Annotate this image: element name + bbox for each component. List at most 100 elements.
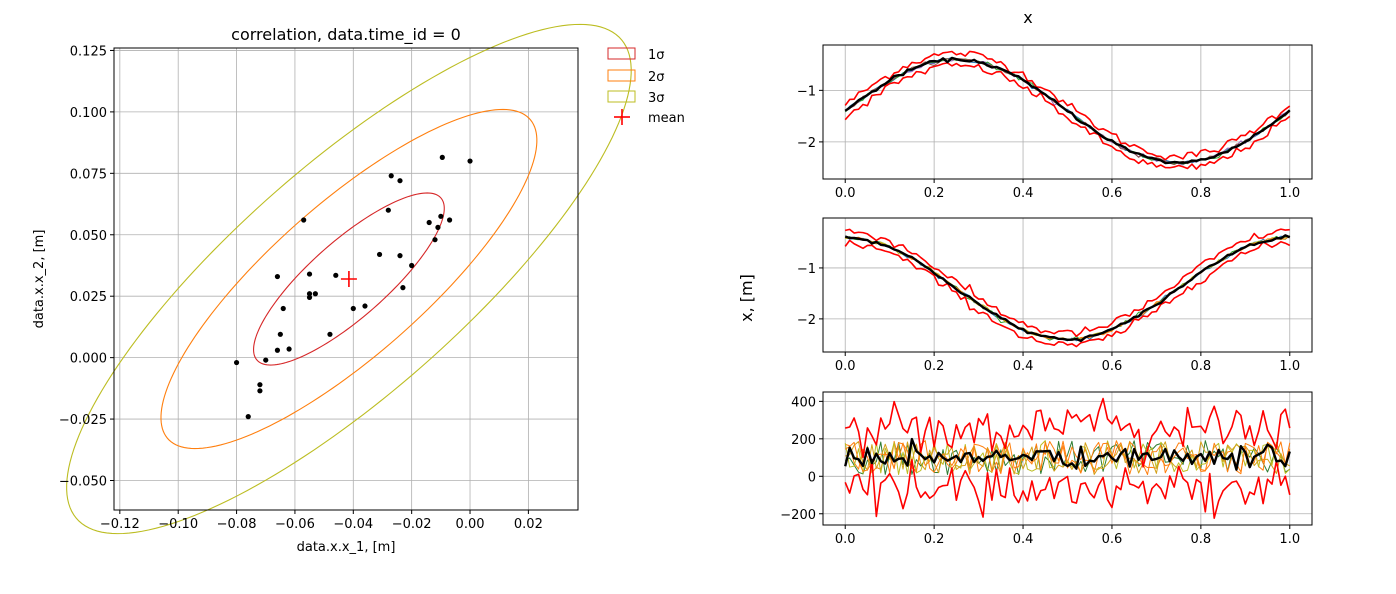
y-tick-label: −0.050 — [59, 475, 107, 490]
sigma-ellipses — [66, 23, 632, 535]
sample-point — [245, 414, 251, 420]
y-tick-label: 0 — [808, 470, 816, 485]
x-tick-label: 0.2 — [924, 532, 945, 547]
sample-point — [286, 346, 292, 352]
x-tick-label: 0.8 — [1191, 359, 1212, 374]
x-tick-label: −0.06 — [275, 517, 315, 532]
x-tick-label: 0.6 — [1102, 532, 1123, 547]
sample-point — [327, 331, 333, 337]
x-tick-label: 0.4 — [1013, 359, 1034, 374]
x-tick-label: 0.6 — [1102, 186, 1123, 201]
legend-label-mean: mean — [648, 111, 685, 126]
sample-point — [388, 173, 394, 179]
sample-point — [397, 178, 403, 184]
sample-point — [397, 253, 403, 259]
x-tick-label: 0.2 — [924, 359, 945, 374]
y-tick-label: 0.050 — [70, 229, 107, 244]
mean-line — [844, 234, 1291, 343]
y-tick-label: −200 — [780, 508, 816, 523]
x-tick-label: 0.0 — [835, 186, 856, 201]
sample-point — [385, 207, 391, 213]
sample-point — [257, 382, 263, 388]
x-tick-label: 0.0 — [835, 532, 856, 547]
subplot-frame — [822, 391, 1313, 526]
y-tick-label: 0.100 — [70, 106, 107, 121]
correlation-plot-xlabel: data.x.x_1, [m] — [297, 540, 396, 555]
sample-point — [277, 331, 283, 337]
legend-swatch-3sigma — [607, 90, 636, 103]
sample-point — [362, 303, 368, 309]
legend-label-3sigma: 3σ — [648, 91, 665, 106]
legend-label-1sigma: 1σ — [648, 48, 665, 63]
legend-label-2sigma: 2σ — [648, 70, 665, 85]
upper-bound-line — [844, 50, 1291, 161]
sample-point — [306, 271, 313, 277]
sample-point — [274, 347, 281, 353]
x-tick-label: 0.8 — [1191, 186, 1212, 201]
y-tick-label: −1 — [797, 84, 816, 99]
x-component-1-plot: 0.0 0.2 0.4 0.6 0.8 1.0 −2 −1 — [797, 44, 1313, 201]
y-tick-label: 200 — [791, 433, 816, 448]
sample-point — [233, 359, 240, 366]
sample-point — [400, 285, 406, 291]
x-subplots-ylabel: x, [m] — [737, 274, 756, 322]
y-tick-label: −1 — [797, 262, 816, 277]
mean-marker — [340, 271, 357, 287]
legend-swatch-2sigma — [607, 69, 636, 82]
y-tick-label: 400 — [791, 395, 816, 410]
y-tick-label: −2 — [797, 313, 816, 328]
x-tick-label: −0.02 — [392, 517, 432, 532]
x-tick-label: 1.0 — [1279, 359, 1300, 374]
upper-bound-line — [845, 228, 1290, 338]
x-tick-label: 1.0 — [1279, 532, 1300, 547]
sample-line — [844, 235, 1290, 342]
sample-point — [263, 357, 269, 363]
sample-point — [274, 273, 281, 280]
mean-line — [844, 437, 1291, 471]
x-tick-label: −0.12 — [100, 517, 140, 532]
x-tick-label: 0.4 — [1013, 532, 1034, 547]
y-tick-label: 0.000 — [70, 352, 107, 367]
subplot-frame — [822, 44, 1313, 180]
mean-line — [844, 56, 1291, 165]
sample-point — [301, 217, 307, 223]
y-tick-label: 0.125 — [70, 44, 107, 59]
sample-point — [439, 154, 445, 160]
sample-point — [409, 262, 415, 269]
sample-points — [233, 154, 473, 420]
sample-point — [435, 224, 441, 230]
x-tick-label: 0.2 — [924, 186, 945, 201]
sample-point — [376, 251, 383, 258]
sample-point — [257, 388, 263, 394]
x-subplots-title: x — [1023, 8, 1032, 27]
sample-point — [446, 217, 453, 223]
sample-point — [333, 272, 339, 278]
lower-bound-line — [844, 239, 1291, 348]
correlation-plot-frame — [113, 47, 579, 511]
sample-point — [426, 219, 432, 226]
y-tick-label: 0.025 — [70, 290, 107, 305]
x-tick-label: 0.4 — [1013, 186, 1034, 201]
sample-point — [438, 213, 444, 219]
sample-point — [280, 305, 286, 312]
correlation-plot-title: correlation, data.time_id = 0 — [231, 25, 461, 45]
sample-point — [312, 291, 318, 297]
sample-point — [432, 237, 438, 243]
sample-point — [467, 158, 473, 164]
sigma-ellipse-2 — [160, 108, 538, 450]
sample-line — [845, 235, 1291, 341]
sigma-ellipse-1 — [253, 192, 445, 366]
lower-bound-line — [844, 459, 1291, 519]
y-tick-label: −2 — [797, 136, 816, 151]
x-tick-label: 1.0 — [1279, 186, 1300, 201]
sample-point — [306, 291, 313, 297]
x-tick-label: 0.02 — [514, 517, 543, 532]
lower-bound-line — [844, 62, 1291, 170]
legend-swatch-1sigma — [607, 47, 636, 60]
sample-point — [350, 305, 356, 312]
legend: 1σ 2σ 3σ mean — [607, 47, 685, 126]
